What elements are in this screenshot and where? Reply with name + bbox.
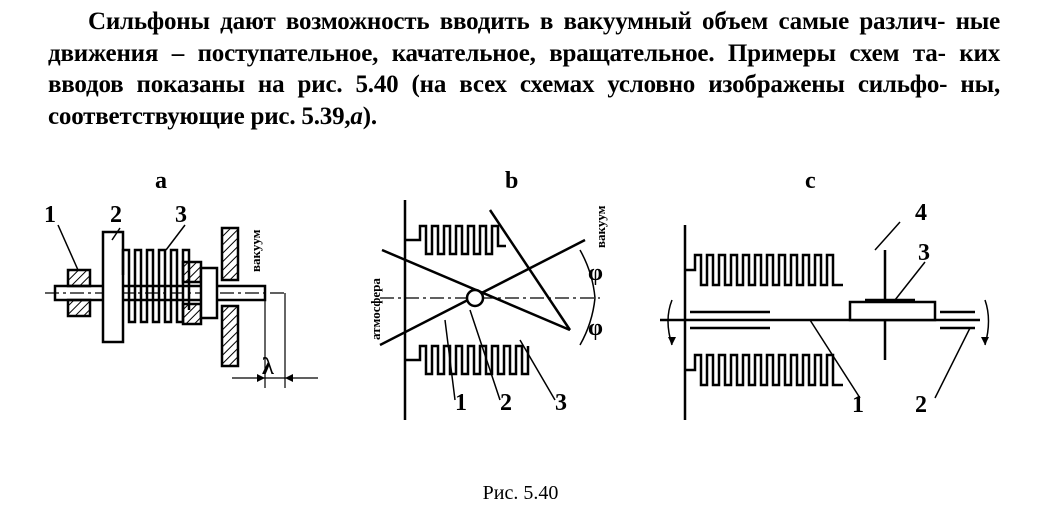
scheme-b-label-3: 3 (555, 390, 567, 416)
bushing (66, 268, 92, 288)
scheme-a-label-3: 3 (175, 202, 187, 228)
paragraph-italic-ref: а (350, 102, 363, 130)
figure-5-40: a 1 2 3 вакуум λ b (44, 168, 990, 420)
bellows-lower (685, 353, 843, 387)
scheme-a-title: a (155, 168, 167, 194)
crank-block (848, 300, 937, 322)
figure-caption: Рис. 5.40 (482, 482, 559, 504)
paragraph-line-3: ких вводов показаны на рис. 5.40 (на все… (48, 39, 1000, 99)
scheme-c-label-4: 4 (915, 200, 927, 226)
bellows-lower (405, 344, 530, 376)
scheme-a-vacuum-label: вакуум (248, 229, 263, 272)
bellows (121, 248, 191, 324)
angle-phi-upper: φ (588, 260, 603, 286)
paragraph-line-2: ные движения – поступательное, качательн… (48, 8, 1000, 67)
vacuum-wall (220, 226, 240, 282)
angle-phi-lower: φ (588, 315, 603, 341)
scheme-a-label-1: 1 (44, 202, 56, 228)
pivot (465, 288, 485, 308)
scheme-a: a 1 2 3 вакуум λ (44, 168, 318, 388)
scheme-b: b 1 2 3 вакуум атмосфера φ φ (368, 168, 608, 420)
scheme-c-title: c (805, 168, 816, 194)
scheme-c-label-1: 1 (852, 392, 864, 418)
paragraph-line-4: ны, соответствующие рис. 5.39, (48, 71, 1000, 130)
bellows-upper (405, 224, 506, 256)
bellows-upper (685, 253, 843, 287)
paragraph-line-4-end: ). (362, 102, 377, 130)
body-paragraph: Сильфоны дают возможность вводить в ваку… (48, 6, 1000, 132)
scheme-b-label-2: 2 (500, 390, 512, 416)
scheme-b-vacuum-label: вакуум (593, 205, 608, 248)
scheme-c: c 4 3 1 2 (660, 168, 990, 420)
dimension-lambda: λ (262, 354, 274, 380)
scheme-b-title: b (505, 168, 518, 194)
scheme-b-atmosphere-label: атмосфера (368, 278, 383, 340)
nut (181, 260, 203, 284)
scheme-c-label-2: 2 (915, 392, 927, 418)
paragraph-line-1: Сильфоны дают возможность вводить в ваку… (88, 8, 946, 35)
flange (101, 230, 125, 344)
scheme-a-label-2: 2 (110, 202, 122, 228)
scheme-c-label-3: 3 (918, 240, 930, 266)
scheme-b-label-1: 1 (455, 390, 467, 416)
